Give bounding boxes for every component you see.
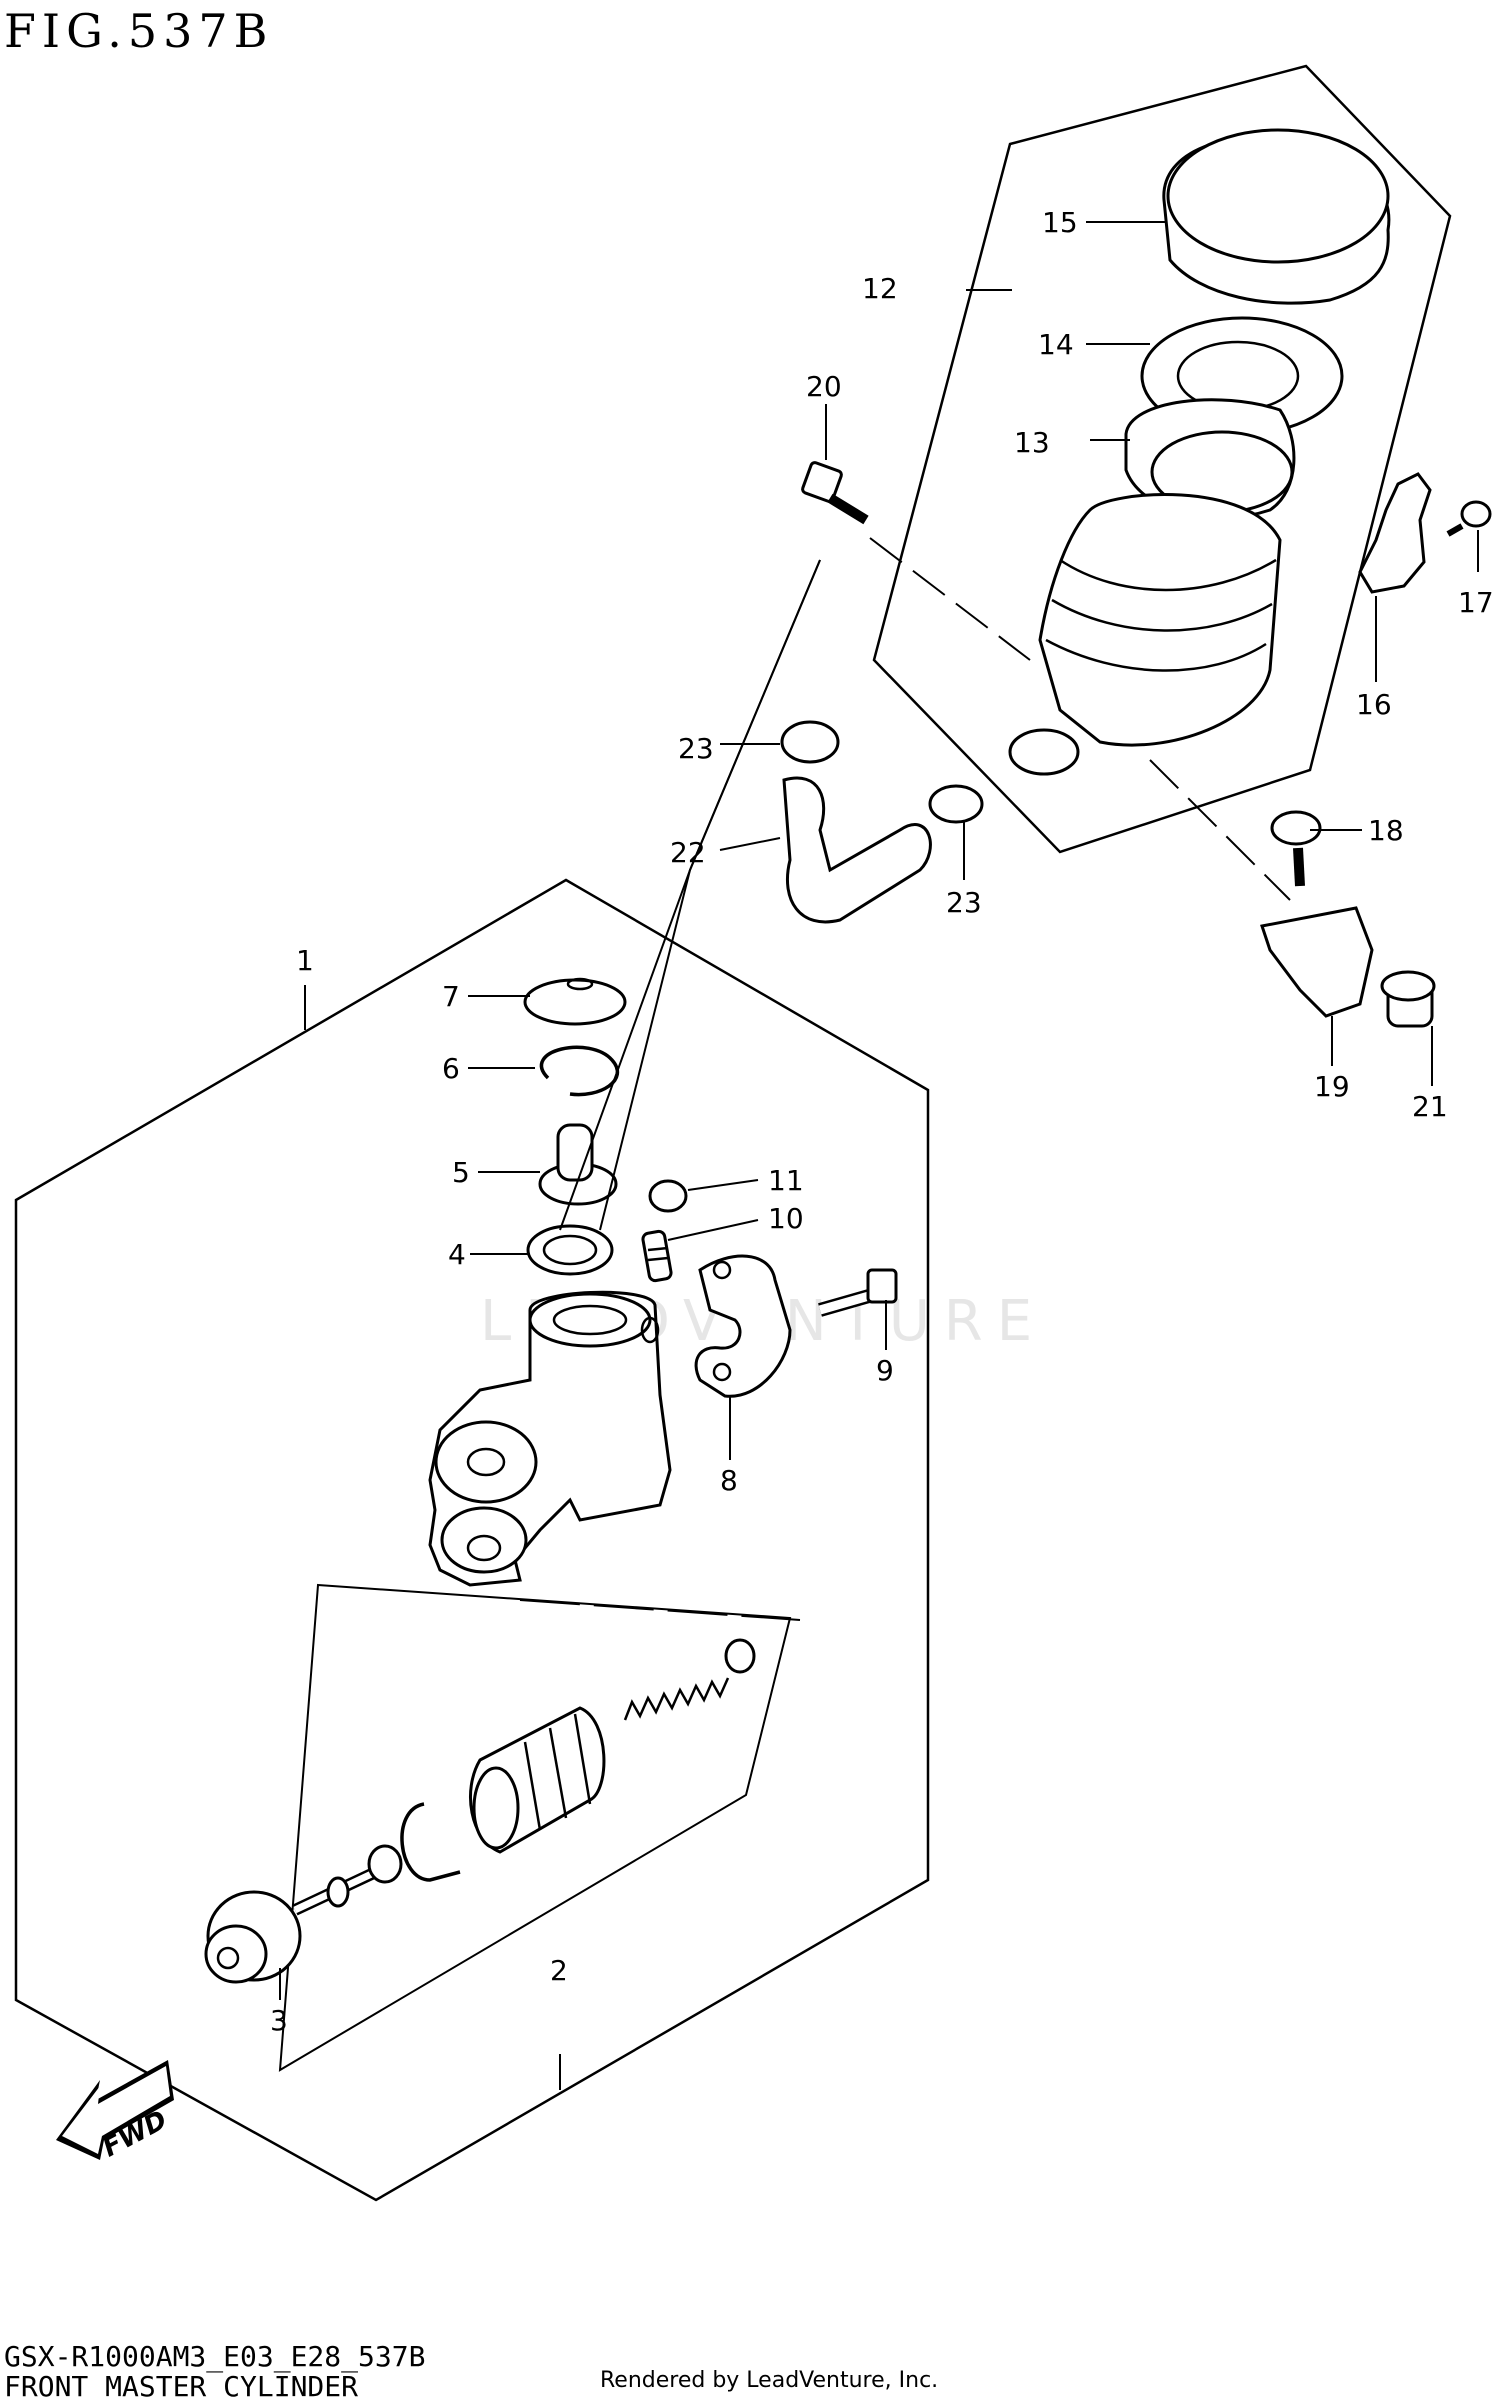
part-6-circlip xyxy=(539,1045,620,1097)
part-18-bolt xyxy=(1270,810,1322,887)
callout-3: 3 xyxy=(270,2004,288,2037)
callout-6: 6 xyxy=(442,1052,460,1085)
fwd-arrow: FWD xyxy=(56,2060,174,2163)
callout-10: 10 xyxy=(768,1202,804,1235)
callout-23-upper: 23 xyxy=(678,732,714,765)
callout-22: 22 xyxy=(670,836,706,869)
callout-8: 8 xyxy=(720,1464,738,1497)
callout-20: 20 xyxy=(806,370,842,403)
part-4-o-ring xyxy=(526,1224,614,1276)
part-3-boot xyxy=(204,1890,302,1984)
footer-credit: Rendered by LeadVenture, Inc. xyxy=(600,2368,939,2393)
master-cylinder-body xyxy=(428,1290,672,1587)
piston-circlip xyxy=(400,1802,461,1882)
callout-15: 15 xyxy=(1042,206,1078,239)
part-22-hose xyxy=(782,776,932,924)
footer-part-name: FRONT MASTER CYLINDER xyxy=(4,2370,359,2403)
callout-16: 16 xyxy=(1356,688,1392,721)
part-17-screw xyxy=(1446,500,1492,537)
part-23-clamp-lower xyxy=(928,784,984,824)
part-23-clamp-upper xyxy=(780,720,840,764)
footer-model-code: GSX-R1000AM3_E03_E28_537B xyxy=(4,2340,426,2373)
part-20-bolt xyxy=(801,461,869,525)
callout-9: 9 xyxy=(876,1354,894,1387)
callout-21: 21 xyxy=(1412,1090,1448,1123)
part-13-diaphragm xyxy=(1124,398,1296,520)
callout-17: 17 xyxy=(1458,586,1494,619)
callout-19: 19 xyxy=(1314,1070,1350,1103)
callout-11: 11 xyxy=(768,1164,804,1197)
part-11-cap xyxy=(648,1179,688,1213)
callout-1: 1 xyxy=(296,944,314,977)
figure-title: FIG.537B xyxy=(4,4,274,58)
callout-13: 13 xyxy=(1014,426,1050,459)
callout-12: 12 xyxy=(862,272,898,305)
callout-7: 7 xyxy=(442,980,460,1013)
part-5-connector xyxy=(538,1123,618,1206)
part-10-bleeder xyxy=(641,1229,673,1283)
part-7-washer xyxy=(523,977,627,1026)
piston-cup xyxy=(468,1706,606,1854)
callout-23-lower: 23 xyxy=(946,886,982,919)
part-19-bracket xyxy=(1260,906,1374,1018)
part-8-holder xyxy=(694,1254,792,1398)
piston-kit-outline xyxy=(278,1583,792,2072)
part-15-cap xyxy=(1162,128,1391,305)
callout-14: 14 xyxy=(1038,328,1074,361)
leader-lines xyxy=(279,221,1479,2090)
push-rod xyxy=(292,1844,403,1916)
callout-4: 4 xyxy=(448,1238,466,1271)
master-cylinder-group-outline xyxy=(14,878,930,2202)
reservoir-body xyxy=(1008,493,1282,776)
part-21-grommet xyxy=(1380,970,1436,1028)
reservoir-group-outline xyxy=(872,64,1452,854)
part-9-bolt xyxy=(818,1268,898,1317)
return-spring xyxy=(623,1638,756,1721)
part-16-bracket xyxy=(1358,472,1432,594)
callout-2: 2 xyxy=(550,1954,568,1987)
callout-5: 5 xyxy=(452,1156,470,1189)
assembly-guides xyxy=(519,537,1291,1621)
callout-18: 18 xyxy=(1368,814,1404,847)
